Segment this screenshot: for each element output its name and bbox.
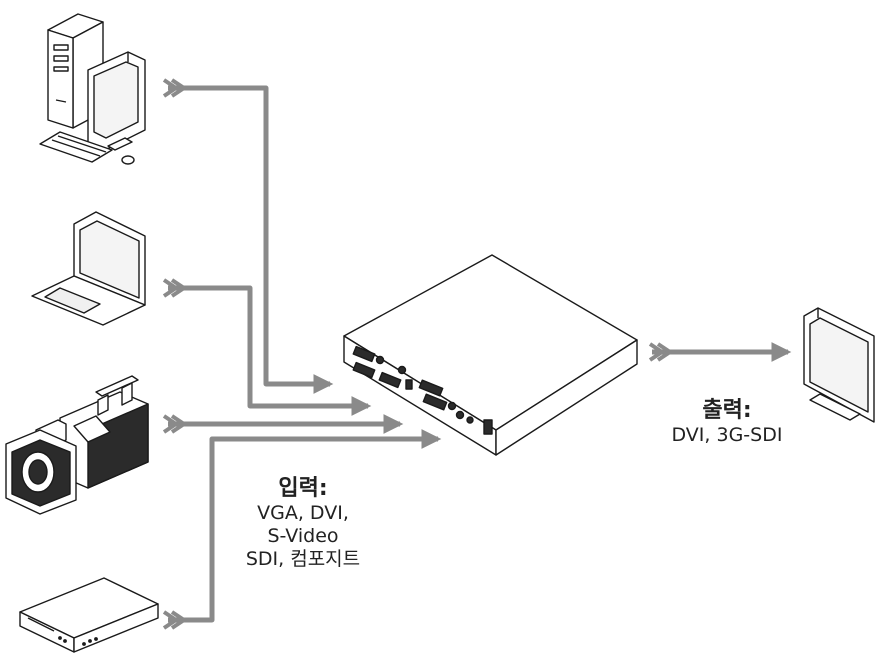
monitor-icon	[803, 307, 875, 423]
dvd-player-icon	[19, 577, 159, 653]
laptop-icon	[31, 211, 146, 326]
arrow-desktop	[168, 85, 334, 394]
input-line-2: S-Video	[267, 525, 339, 547]
desktop-pc-icon	[39, 13, 146, 165]
arrow-laptop	[168, 285, 372, 416]
output-heading: 출력:	[702, 398, 752, 423]
input-heading: 입력:	[278, 476, 328, 501]
arrow-dvd	[168, 429, 442, 623]
output-line-1: DVI, 3G-SDI	[671, 424, 783, 446]
input-line-3: SDI, 컴포지트	[245, 548, 361, 570]
input-chevrons	[162, 78, 674, 630]
input-formats-label: 입력: VGA, DVI, S-Video SDI, 컴포지트	[228, 470, 378, 571]
video-camera-icon	[5, 375, 149, 515]
input-line-1: VGA, DVI,	[257, 502, 349, 524]
output-formats-label: 출력: DVI, 3G-SDI	[632, 392, 822, 447]
video-processor-box	[343, 254, 638, 456]
signal-arrows	[168, 85, 792, 623]
